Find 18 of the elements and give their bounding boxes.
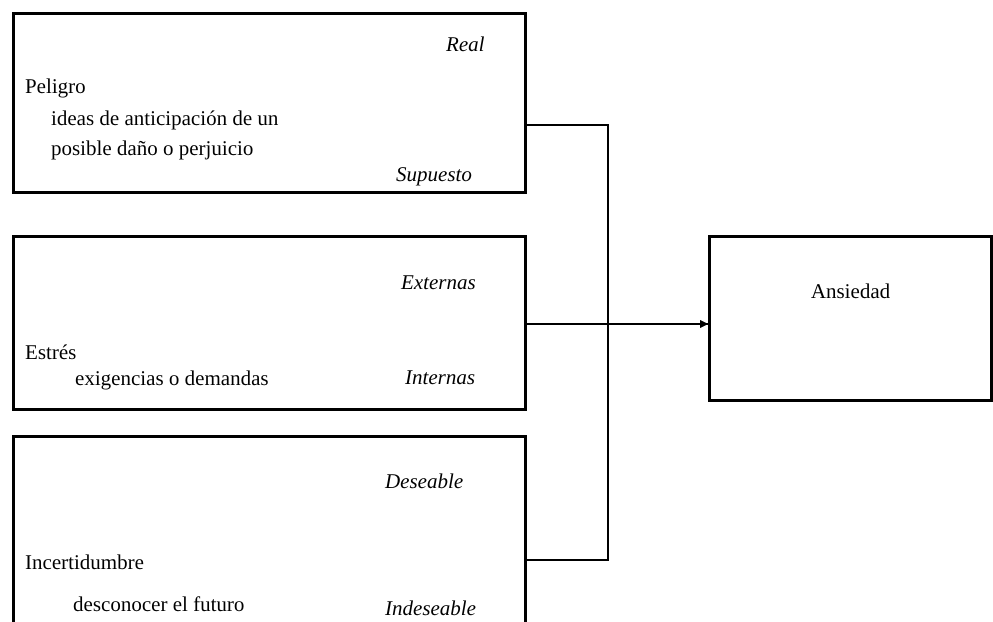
- category-box: [12, 235, 527, 411]
- category-label: Real: [446, 31, 484, 57]
- category-box: [708, 235, 993, 402]
- category-box: [12, 435, 527, 622]
- category-label: Deseable: [385, 468, 464, 494]
- node-title: Ansiedad: [810, 278, 892, 304]
- node-title: Incertidumbre: [25, 549, 144, 575]
- connector-arrow: [527, 320, 708, 561]
- node-title: Peligro: [25, 73, 86, 99]
- category-label: Internas: [405, 364, 475, 390]
- description-text: desconocer el futuro: [73, 591, 244, 617]
- category-label: Externas: [401, 269, 476, 295]
- node-title: Estrés: [25, 339, 76, 365]
- description-text: exigencias o demandas: [75, 365, 269, 391]
- description-text: ideas de anticipación de un posible daño o perjuicio: [51, 105, 280, 162]
- category-label: Supuesto: [396, 161, 472, 187]
- category-box: [12, 12, 527, 194]
- category-label: Indeseable: [385, 595, 476, 621]
